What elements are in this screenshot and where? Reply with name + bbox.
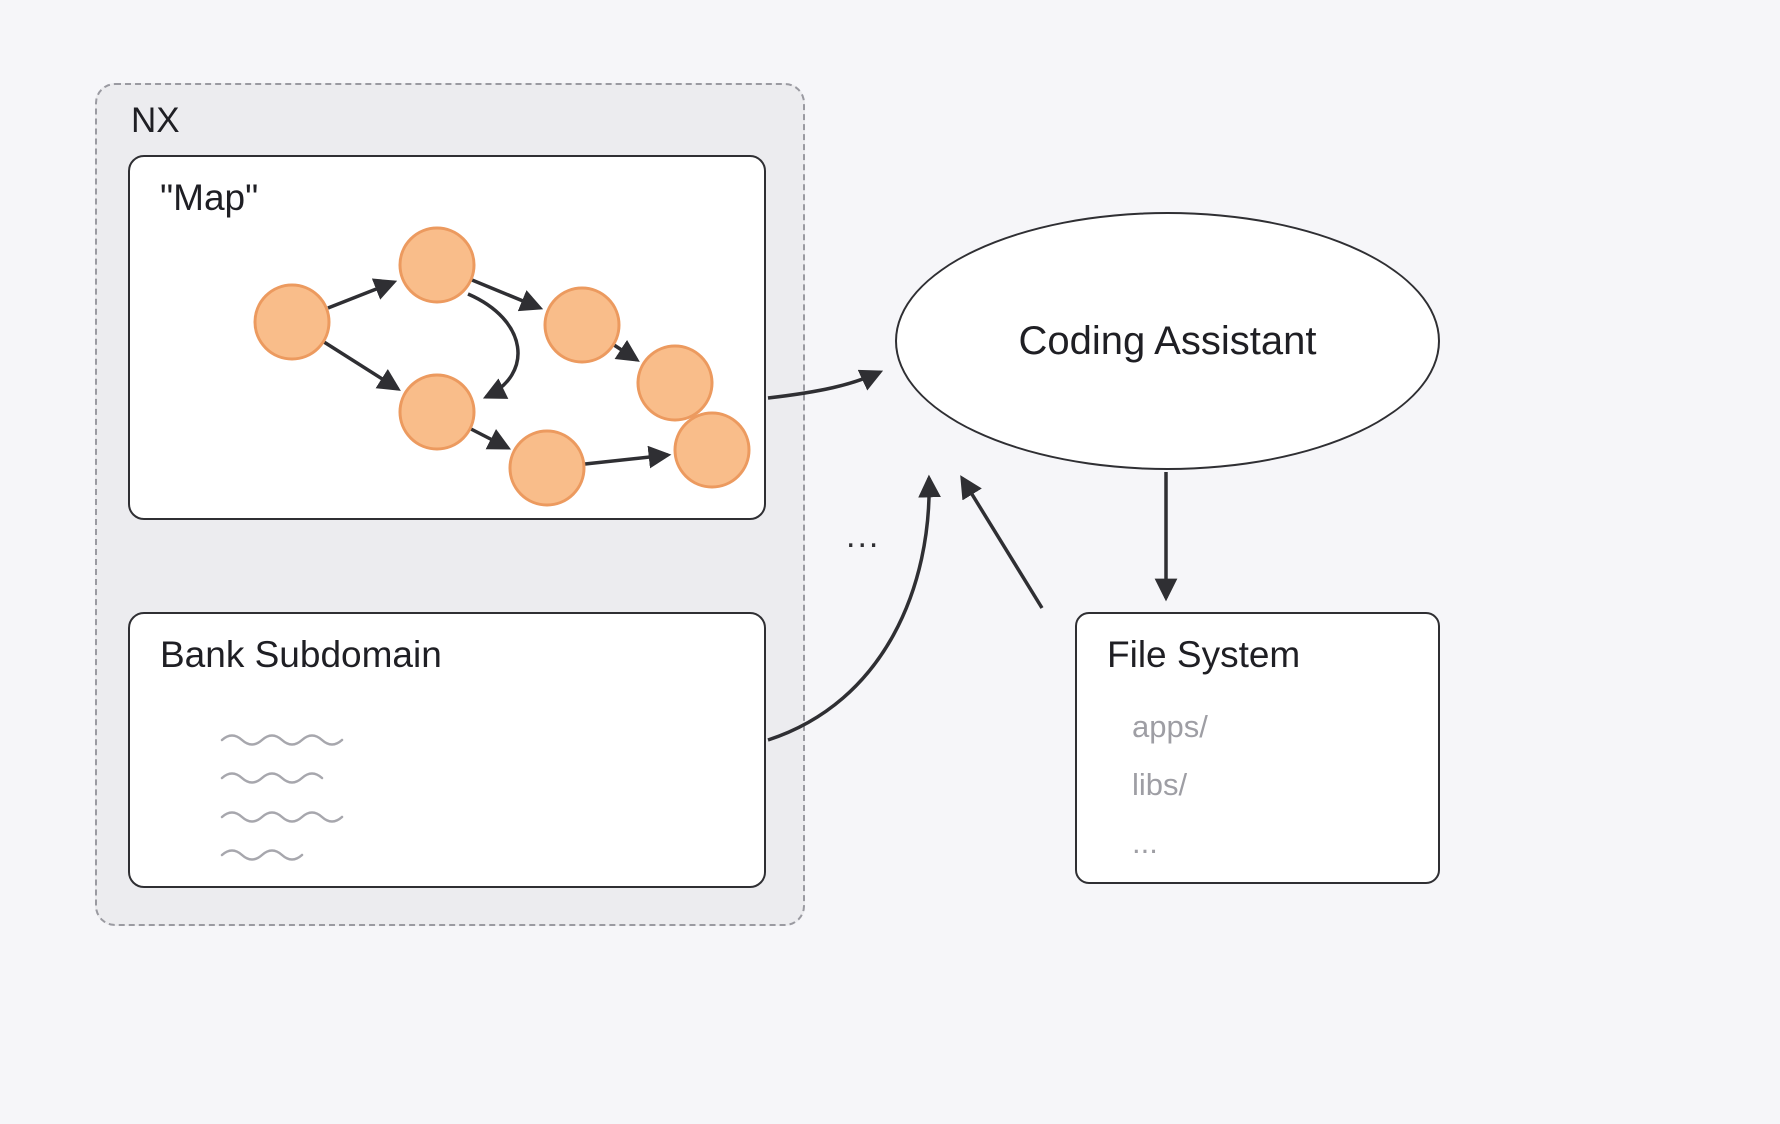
coding-assistant-node: Coding Assistant	[895, 212, 1440, 470]
file-system-item-ellipsis: ...	[1132, 825, 1158, 860]
map-title: "Map"	[160, 177, 259, 218]
map-box: "Map" ...	[128, 155, 878, 555]
bank-subdomain-title: Bank Subdomain	[160, 634, 442, 675]
arrow-filesystem-to-assistant	[960, 475, 1044, 609]
coding-assistant-label: Coding Assistant	[1018, 318, 1317, 363]
file-system-item-libs: libs/	[1132, 767, 1188, 802]
bank-subdomain-box: Bank Subdomain	[128, 612, 766, 888]
file-system-list: apps/ libs/ ...	[1132, 709, 1208, 861]
file-system-box: File System apps/ libs/ ...	[1075, 612, 1440, 884]
map-more-nodes-ellipsis: ...	[846, 517, 881, 555]
file-system-item-apps: apps/	[1132, 709, 1208, 744]
nx-group-label: NX	[131, 101, 180, 140]
file-system-title: File System	[1107, 634, 1301, 675]
